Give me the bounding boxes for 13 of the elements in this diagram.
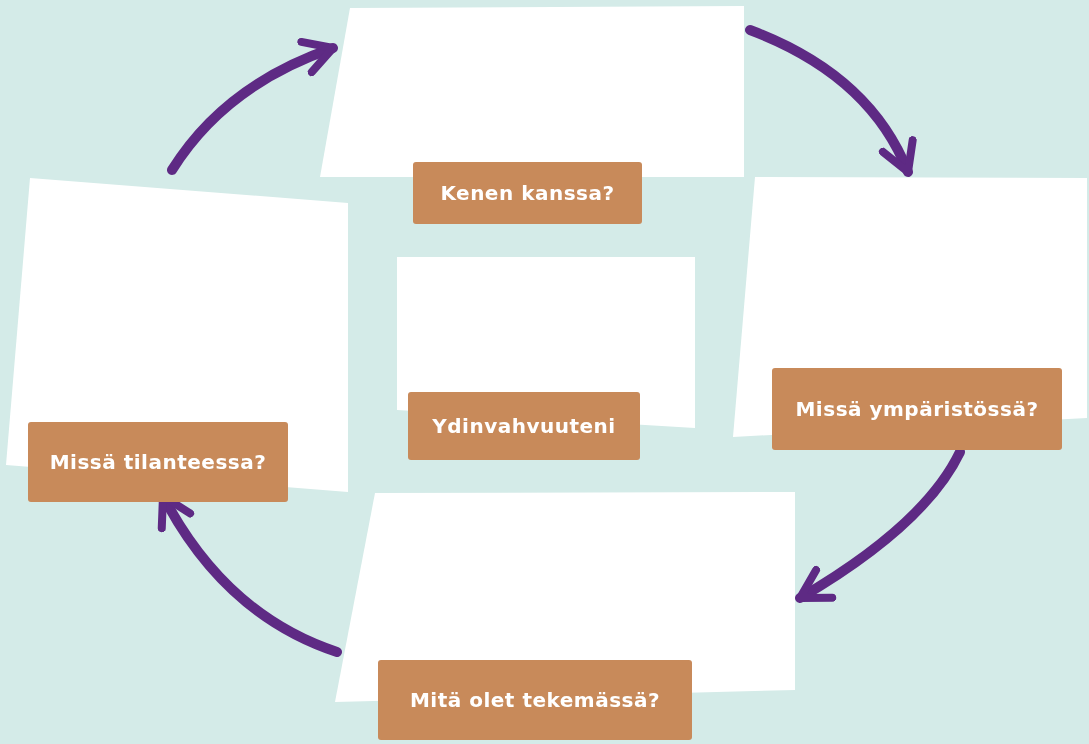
heading-label: Missä tilanteessa? (28, 422, 288, 502)
note-card (733, 177, 1087, 451)
heading-label: Mitä olet tekemässä? (378, 660, 692, 740)
note-card (397, 257, 695, 461)
note-card (6, 178, 348, 504)
heading-label: Kenen kanssa? (413, 162, 642, 224)
heading-label: Ydinvahvuuteni (408, 392, 640, 460)
curved-arrow (745, 25, 916, 177)
note-card (320, 6, 744, 226)
note-card (335, 492, 795, 742)
curved-arrow (167, 38, 338, 175)
heading-label: Missä ympäristössä? (772, 368, 1062, 450)
curved-arrow (795, 447, 965, 603)
